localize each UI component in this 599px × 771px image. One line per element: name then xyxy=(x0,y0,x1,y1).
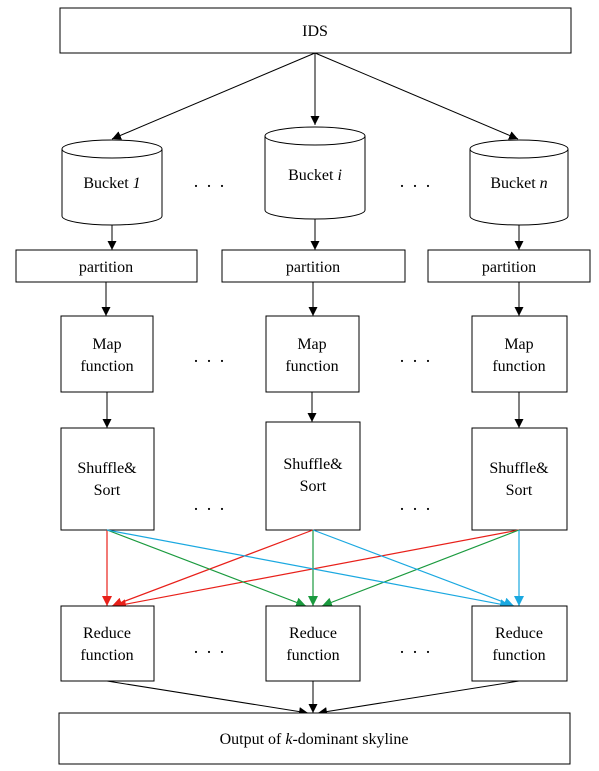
map-function-box-i xyxy=(265,315,360,393)
shuffle-label-i-line2: Sort xyxy=(300,478,327,495)
map-function-box-n xyxy=(471,315,568,393)
shuffle-label-1-line2: Sort xyxy=(94,482,121,499)
bucket-i-label: Bucket i xyxy=(288,167,342,184)
reduce-function-box-n xyxy=(471,605,568,682)
partition-box-i xyxy=(221,249,406,283)
shuffle-sort-box-i xyxy=(265,421,361,531)
reduce-label-1-line1: Reduce xyxy=(83,625,131,642)
reduce-label-1-line2: function xyxy=(80,647,133,664)
ellipsis-shuffle-left: . . . xyxy=(194,494,227,514)
partition-box-1 xyxy=(15,249,198,283)
arrow-shuffle-n-to-reduce-1 xyxy=(115,529,520,610)
reduce-label-i-line2: function xyxy=(286,647,339,664)
shuffle-label-n-line2: Sort xyxy=(506,482,533,499)
map-label-n-line1: Map xyxy=(504,336,533,353)
ellipsis-shuffle-right: . . . xyxy=(400,494,433,514)
output-label: Output of k-dominant skyline xyxy=(220,731,409,748)
arrow-reduce-n-to-output xyxy=(317,680,520,717)
bucket-1-cylinder xyxy=(61,139,163,226)
arrow-ids-to-bucket-1 xyxy=(111,52,316,140)
ellipsis-reduce-right: . . . xyxy=(400,637,433,657)
map-label-i-line2: function xyxy=(285,358,338,375)
map-function-box-1 xyxy=(60,315,154,393)
reduce-function-box-1 xyxy=(60,605,155,682)
partition-label-i: partition xyxy=(286,259,340,276)
arrow-shuffle-1-to-reduce-n xyxy=(106,529,511,610)
ellipsis-map-left: . . . xyxy=(194,346,227,366)
ellipsis-map-right: . . . xyxy=(400,346,433,366)
partition-label-n: partition xyxy=(482,259,536,276)
arrow-shuffle-i-to-reduce-1 xyxy=(111,529,314,608)
shuffle-label-i-line1: Shuffle& xyxy=(283,456,343,473)
arrow-ids-to-bucket-n xyxy=(314,52,519,140)
partition-label-1: partition xyxy=(79,259,133,276)
arrow-shuffle-i-to-reduce-n xyxy=(312,529,515,608)
partition-box-n xyxy=(427,249,591,283)
reduce-label-n-line1: Reduce xyxy=(495,625,543,642)
bucket-n-cylinder xyxy=(469,139,569,226)
reduce-label-i-line1: Reduce xyxy=(289,625,337,642)
map-label-1-line1: Map xyxy=(92,336,121,353)
map-label-n-line2: function xyxy=(492,358,545,375)
shuffle-sort-box-1 xyxy=(60,427,155,531)
map-label-1-line2: function xyxy=(80,358,133,375)
ellipsis-reduce-left: . . . xyxy=(194,637,227,657)
ellipsis-buckets-left: . . . xyxy=(194,171,227,191)
shuffle-label-1-line1: Shuffle& xyxy=(77,460,137,477)
ellipsis-buckets-right: . . . xyxy=(400,171,433,191)
reduce-function-box-i xyxy=(265,605,361,682)
shuffle-label-n-line1: Shuffle& xyxy=(489,460,549,477)
bucket-1-label: Bucket 1 xyxy=(83,175,140,192)
shuffle-sort-box-n xyxy=(471,427,568,531)
arrow-reduce-1-to-output xyxy=(106,680,309,717)
map-label-i-line1: Map xyxy=(297,336,326,353)
bucket-i-cylinder xyxy=(264,126,366,220)
output-box xyxy=(58,712,571,765)
bucket-n-label: Bucket n xyxy=(490,175,547,192)
ids-label: IDS xyxy=(302,23,328,40)
arrow-shuffle-n-to-reduce-i xyxy=(321,529,520,608)
reduce-label-n-line2: function xyxy=(492,647,545,664)
ids-box xyxy=(59,7,572,54)
arrow-shuffle-1-to-reduce-i xyxy=(106,529,307,608)
